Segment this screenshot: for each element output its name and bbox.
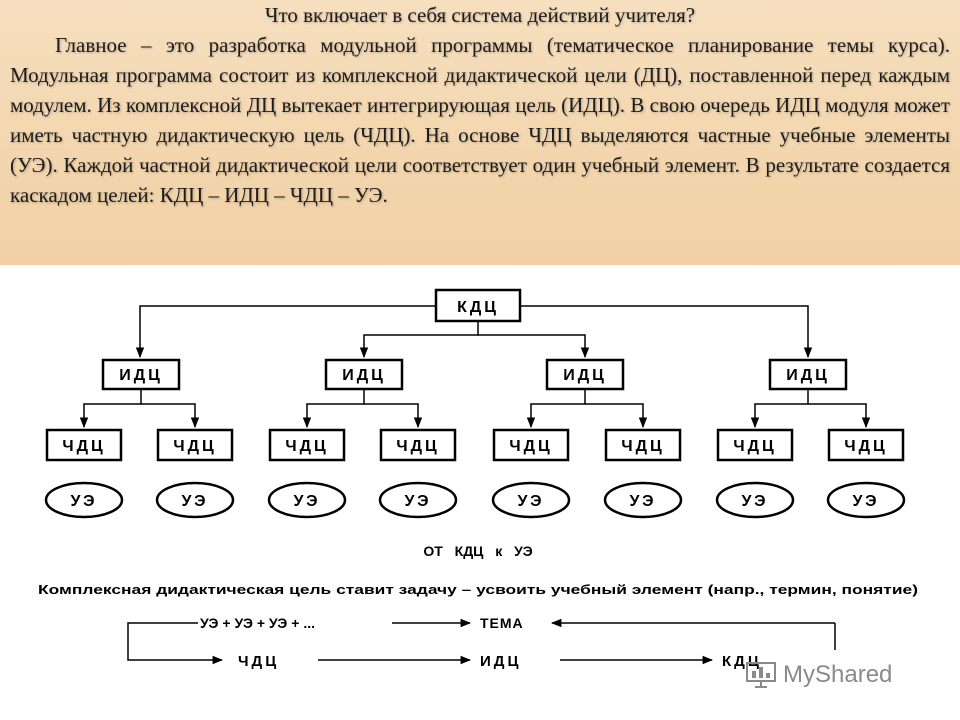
kdc-label: КДЦ bbox=[457, 299, 499, 316]
idc-node: ИДЦ bbox=[324, 358, 404, 391]
ue-label: УЭ bbox=[404, 493, 431, 510]
chdc-node: ЧДЦ bbox=[716, 428, 794, 462]
chdc-node: ЧДЦ bbox=[827, 428, 905, 462]
flow-ue-sum: УЭ + УЭ + УЭ + ... bbox=[200, 615, 315, 631]
chdc-node: ЧДЦ bbox=[492, 428, 570, 462]
watermark-text: MyShared bbox=[783, 661, 893, 688]
idc-label: ИДЦ bbox=[119, 367, 163, 384]
diagram-caption: ОТ КДЦ к УЭ bbox=[423, 543, 532, 559]
ue-label: УЭ bbox=[852, 493, 879, 510]
idc-label: ИДЦ bbox=[563, 367, 607, 384]
flow-arrows-row1 bbox=[127, 618, 836, 665]
idc-node: ИДЦ bbox=[545, 358, 625, 391]
root-connectors bbox=[135, 305, 813, 359]
presentation-icon bbox=[746, 662, 776, 688]
slide-title: Что включает в себя система действий учи… bbox=[264, 3, 696, 27]
chdc-node: ЧДЦ bbox=[45, 428, 123, 462]
flow-kdc: КДЦ bbox=[722, 653, 762, 670]
flow-chdc: ЧДЦ bbox=[238, 653, 279, 670]
idc-label: ИДЦ bbox=[342, 367, 386, 384]
ue-node: УЭ bbox=[603, 481, 683, 519]
ue-node: УЭ bbox=[44, 481, 124, 519]
chdc-label: ЧДЦ bbox=[62, 438, 105, 455]
chdc-node: ЧДЦ bbox=[379, 428, 457, 462]
chdc-node: ЧДЦ bbox=[156, 428, 234, 462]
idc-node: ИДЦ bbox=[101, 358, 181, 391]
ue-label: УЭ bbox=[517, 493, 544, 510]
ue-node: УЭ bbox=[715, 481, 795, 519]
flow-tema: ТЕМА bbox=[480, 615, 524, 631]
ue-node: УЭ bbox=[491, 481, 571, 519]
idc-connectors bbox=[79, 389, 871, 429]
ue-node: УЭ bbox=[378, 481, 458, 519]
chdc-label: ЧДЦ bbox=[509, 438, 552, 455]
idc-label: ИДЦ bbox=[786, 367, 830, 384]
header-panel: Что включает в себя система действий учи… bbox=[0, 0, 960, 265]
ue-node: УЭ bbox=[155, 481, 235, 519]
chdc-node: ЧДЦ bbox=[604, 428, 682, 462]
ue-label: УЭ bbox=[741, 493, 768, 510]
chdc-label: ЧДЦ bbox=[844, 438, 887, 455]
chdc-label: ЧДЦ bbox=[621, 438, 664, 455]
idc-node: ИДЦ bbox=[768, 358, 848, 391]
chdc-label: ЧДЦ bbox=[396, 438, 439, 455]
chdc-node: ЧДЦ bbox=[268, 428, 346, 462]
chdc-label: ЧДЦ bbox=[173, 438, 216, 455]
flow-idc: ИДЦ bbox=[480, 653, 521, 670]
ue-label: УЭ bbox=[629, 493, 656, 510]
slide-body-text: Главное – это разработка модульной прогр… bbox=[10, 33, 950, 207]
ue-node: УЭ bbox=[826, 481, 906, 519]
chdc-label: ЧДЦ bbox=[285, 438, 328, 455]
ue-label: УЭ bbox=[70, 493, 97, 510]
kdc-node: КДЦ bbox=[434, 288, 522, 323]
diagram-description: Комплексная дидактическая цель ставит за… bbox=[38, 582, 918, 597]
myshared-watermark: MyShared bbox=[745, 660, 892, 690]
ue-label: УЭ bbox=[181, 493, 208, 510]
ue-label: УЭ bbox=[293, 493, 320, 510]
ue-node: УЭ bbox=[267, 481, 347, 519]
chdc-label: ЧДЦ bbox=[733, 438, 776, 455]
